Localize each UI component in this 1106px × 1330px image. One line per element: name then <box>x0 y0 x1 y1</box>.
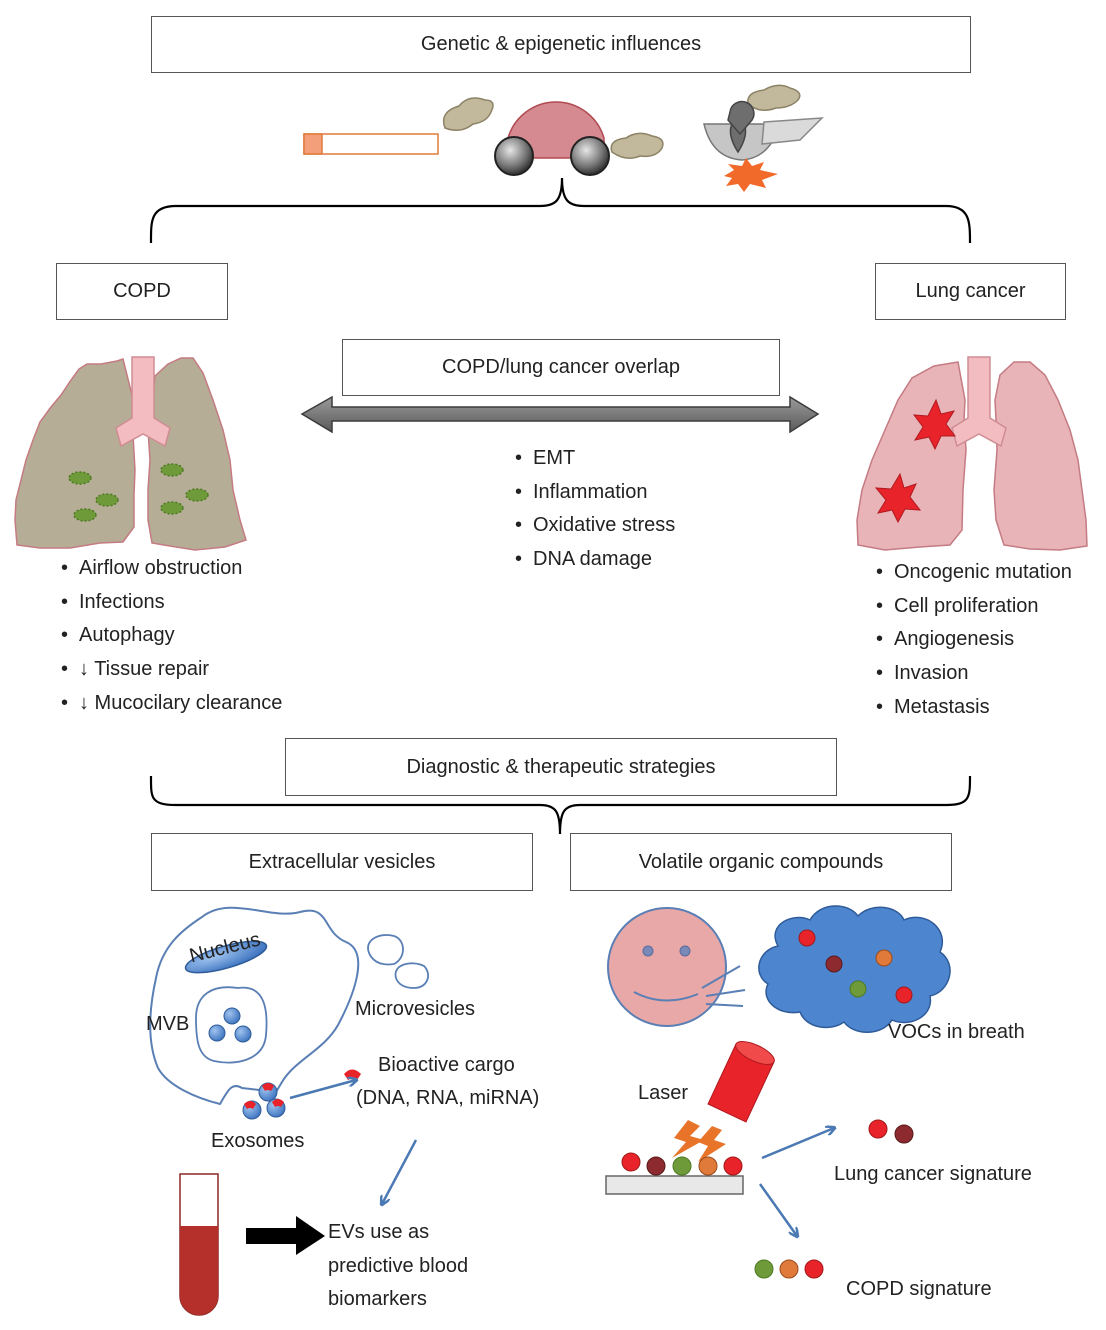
plate-molecules <box>621 1152 743 1176</box>
biomarker-label-line3: biomarkers <box>328 1288 427 1310</box>
overlap-double-arrow <box>300 395 820 434</box>
copd-signature-label: COPD signature <box>846 1278 992 1300</box>
genetic-influences-box: Genetic & epigenetic influences <box>151 16 971 73</box>
black-arrow <box>246 1216 325 1255</box>
list-item: Autophagy <box>61 619 282 653</box>
list-item: DNA damage <box>515 543 675 577</box>
list-item: Cell proliferation <box>876 590 1072 624</box>
voc-box: Volatile organic compounds <box>570 833 952 891</box>
cancer-signature-label: Lung cancer signature <box>834 1163 1032 1185</box>
exosome-to-cargo-arrow <box>289 1080 356 1100</box>
cancer-features-list: Oncogenic mutation Cell proliferation An… <box>876 556 1072 724</box>
voc-breath-label: VOCs in breath <box>888 1021 1025 1043</box>
strategies-box: Diagnostic & therapeutic strategies <box>285 738 837 796</box>
list-item: EMT <box>515 442 675 476</box>
nucleus-shape <box>184 940 268 974</box>
overlap-list: EMT Inflammation Oxidative stress DNA da… <box>515 442 675 577</box>
smoke-icon <box>442 84 801 159</box>
ev-box: Extracellular vesicles <box>151 833 533 891</box>
copd-label: COPD <box>113 280 171 302</box>
list-item: Invasion <box>876 657 1072 691</box>
lung-cancer-box: Lung cancer <box>875 263 1066 320</box>
microvesicles-label: Microvesicles <box>355 998 476 1020</box>
lung-cancer-lungs-icon <box>856 356 1088 551</box>
overlap-label: COPD/lung cancer overlap <box>442 356 680 378</box>
copd-features-list: Airflow obstruction Infections Autophagy… <box>61 552 282 720</box>
sample-plate <box>605 1175 744 1195</box>
list-item: ↓ Tissue repair <box>61 653 282 687</box>
genetic-influences-label: Genetic & epigenetic influences <box>420 33 702 55</box>
cargo-label-line1: Bioactive cargo <box>378 1054 515 1076</box>
biomarker-label-line1: EVs use as <box>328 1221 430 1243</box>
laser-label: Laser <box>638 1082 689 1104</box>
copd-box: COPD <box>56 263 228 320</box>
strategies-brace <box>149 775 972 835</box>
list-item: Oncogenic mutation <box>876 556 1072 590</box>
list-item: Infections <box>61 586 282 620</box>
biomass-fire-icon <box>703 100 824 192</box>
list-item: Inflammation <box>515 476 675 510</box>
cargo-icon <box>344 1069 361 1080</box>
strategies-label: Diagnostic & therapeutic strategies <box>406 755 716 778</box>
overlap-box: COPD/lung cancer overlap <box>342 339 780 396</box>
exosomes-shape <box>242 1082 286 1120</box>
mvb-shape <box>195 986 268 1064</box>
voc-molecules <box>798 929 913 1004</box>
breath-lines <box>701 965 746 1007</box>
lung-cancer-label: Lung cancer <box>915 280 1026 302</box>
list-item: Oxidative stress <box>515 509 675 543</box>
vehicle-icon <box>494 101 610 176</box>
cargo-label-line2: (DNA, RNA, miRNA) <box>356 1087 540 1109</box>
cargo-to-biomarker-arrow <box>382 1139 418 1204</box>
biomarker-label-line2: predictive blood <box>328 1255 469 1277</box>
mvb-label: MVB <box>146 1013 190 1035</box>
copd-lungs-icon <box>14 356 247 551</box>
cigarette-icon <box>303 133 439 155</box>
list-item: ↓ Mucocilary clearance <box>61 687 282 721</box>
top-brace <box>149 177 972 244</box>
list-item: Metastasis <box>876 691 1072 725</box>
cancer-signature-molecules <box>868 1119 914 1144</box>
blood-tube-icon <box>179 1173 219 1316</box>
laser-icon <box>707 1041 775 1123</box>
voc-label: Volatile organic compounds <box>638 850 884 873</box>
to-cancer-signature-arrow <box>761 1128 834 1160</box>
list-item: Airflow obstruction <box>61 552 282 586</box>
microvesicles-shape <box>367 934 429 989</box>
exosomes-label: Exosomes <box>211 1130 305 1152</box>
ev-label: Extracellular vesicles <box>248 850 436 873</box>
copd-signature-molecules <box>754 1259 824 1279</box>
breath-cloud-icon <box>758 905 951 1033</box>
face-icon <box>607 907 727 1027</box>
laser-beam-icon <box>672 1120 726 1162</box>
mvb-vesicles <box>208 1007 252 1043</box>
to-copd-signature-arrow <box>758 1183 797 1236</box>
list-item: Angiogenesis <box>876 623 1072 657</box>
